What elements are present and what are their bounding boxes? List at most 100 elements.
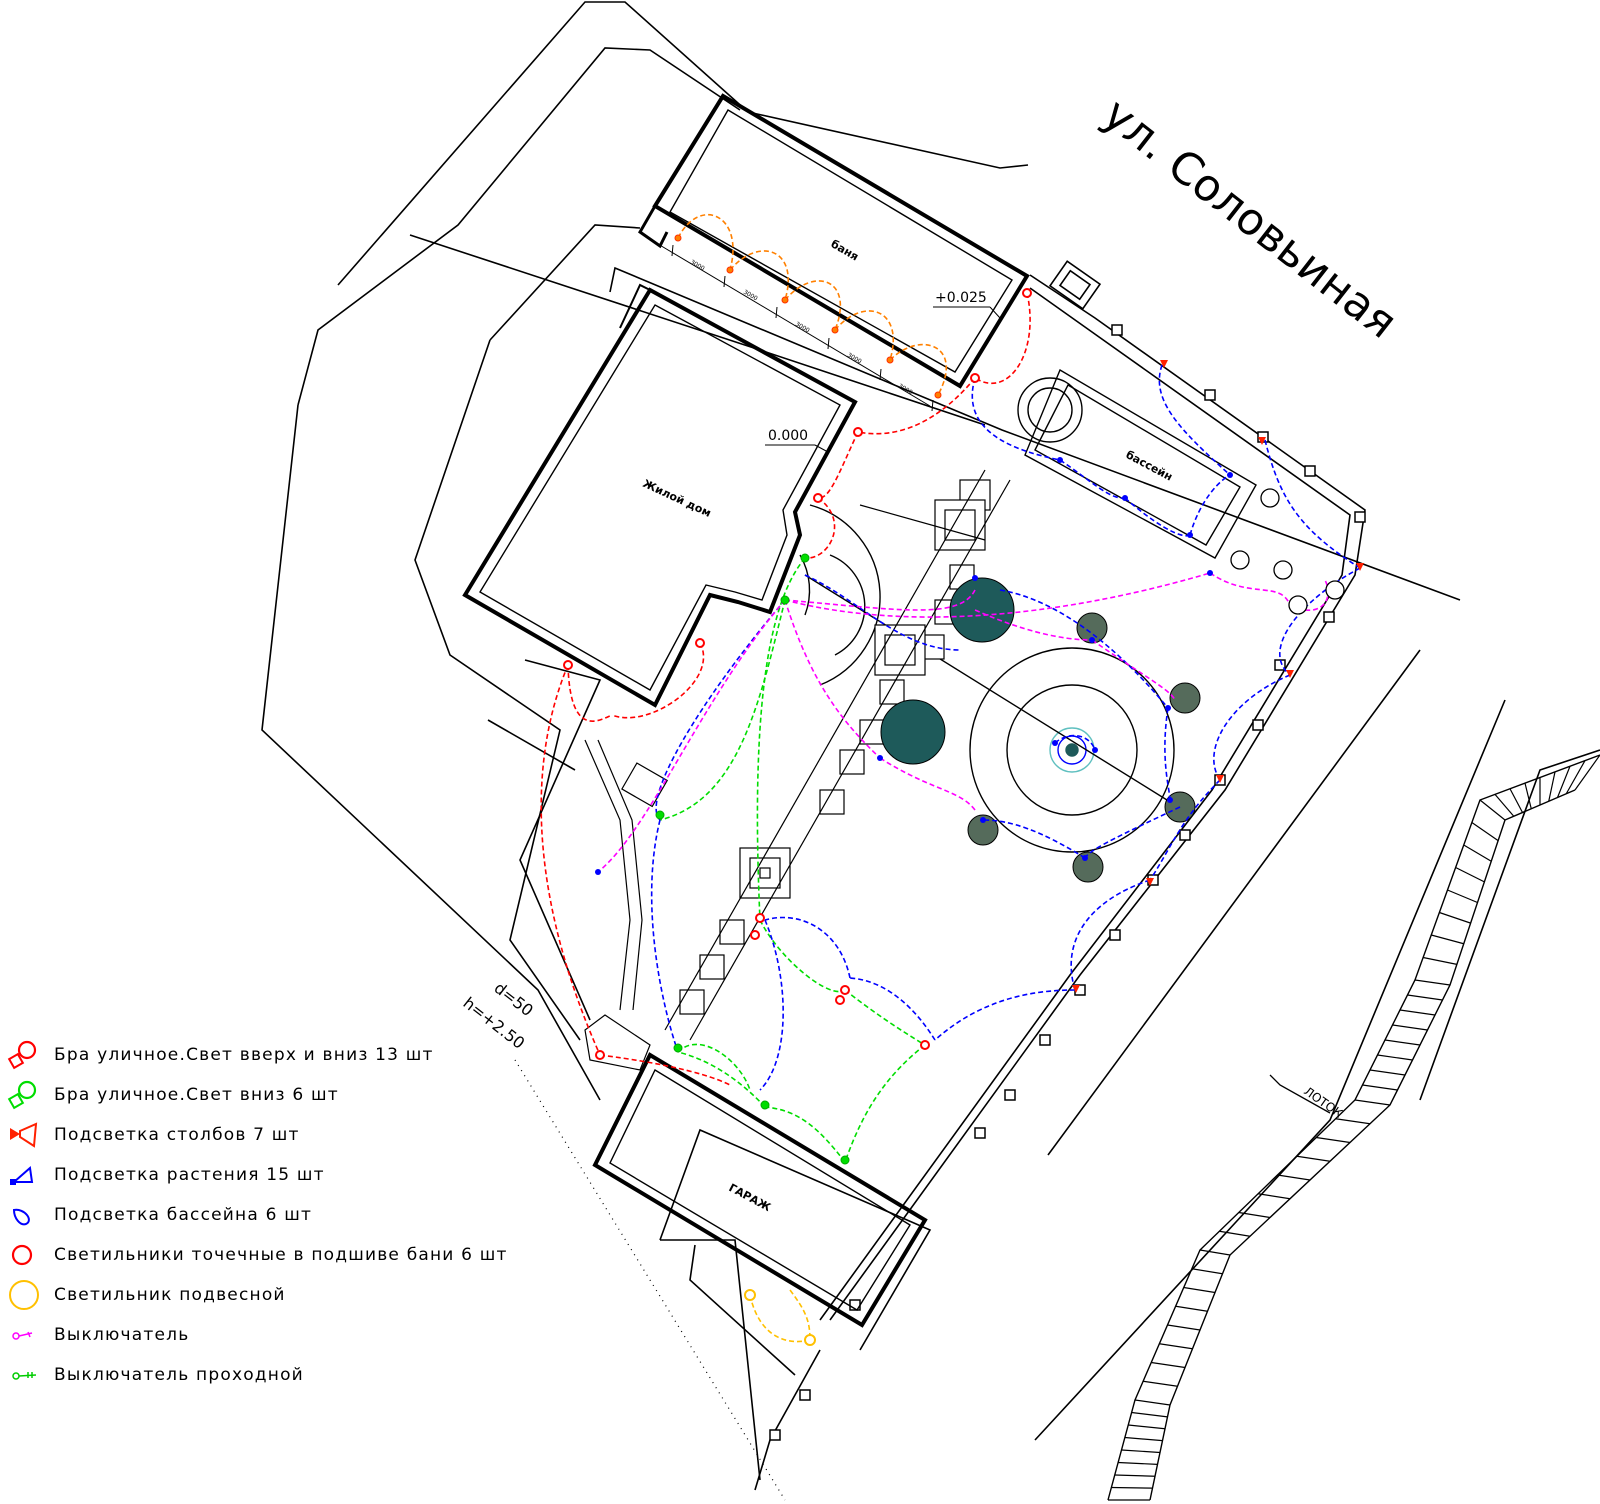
tray-tick <box>1335 1118 1371 1125</box>
dotted-line <box>514 1059 786 1501</box>
banya-label: баня <box>829 237 861 263</box>
garage-label: ГАРАЖ <box>727 1181 774 1214</box>
tray-tick <box>1175 1305 1208 1312</box>
tray-tick <box>1414 979 1451 986</box>
tray-tick <box>1143 1380 1178 1387</box>
tray-tick <box>1191 1268 1223 1275</box>
tray-tick <box>1199 1249 1231 1256</box>
banya-ticks <box>671 244 934 412</box>
garage-building <box>592 1052 928 1328</box>
legend-label: Бра уличное.Свет вверх и вниз 13 шт <box>54 1045 434 1065</box>
tray-tick <box>1118 1461 1158 1465</box>
tray-tick <box>1392 1024 1428 1031</box>
fixtures-blue <box>595 457 1233 875</box>
tray-tick <box>1121 1449 1161 1454</box>
fixtures-post <box>1072 360 1364 993</box>
legend-label: Выключатель проходной <box>54 1365 304 1385</box>
pass-switch-icon <box>12 1372 37 1380</box>
path-edges <box>664 469 1011 1041</box>
tray-tick <box>1159 1343 1193 1350</box>
spacing-label: 3000 <box>742 289 759 303</box>
tray-marker <box>1269 1074 1331 1114</box>
plant-light-icon <box>10 1166 34 1185</box>
legend: Бра уличное.Свет вверх и вниз 13 шт Бра … <box>0 1035 560 1395</box>
tray-tick <box>1369 1069 1406 1076</box>
tray-tick <box>1151 1361 1186 1369</box>
circuit-banya <box>677 213 948 396</box>
trees <box>880 577 1201 883</box>
tray-tick <box>1167 1324 1201 1331</box>
tray-tick <box>1238 1211 1271 1219</box>
stairs <box>584 739 669 1071</box>
legend-label: Подсветка бассейна 6 шт <box>54 1205 313 1225</box>
legend-item: Выключатель <box>0 1315 560 1355</box>
tray-tick <box>1423 956 1457 965</box>
banya-level: +0.025 <box>935 290 987 306</box>
tray-tick <box>1111 1486 1153 1489</box>
legend-item: Светильники точечные в подшиве бани 6 шт <box>0 1235 560 1275</box>
banya-level-leader-2 <box>989 306 1001 319</box>
roadside-tray <box>1107 754 1600 1501</box>
tray-tick <box>1494 793 1515 817</box>
tray-tick <box>1447 889 1478 904</box>
street-name: ул. Соловьиная <box>1093 88 1406 348</box>
tray-tick <box>1128 1424 1166 1430</box>
wall-lamp-up-down-icon <box>7 1040 37 1070</box>
spacing-label: 3000 <box>689 259 706 273</box>
tray-tick <box>1455 866 1485 883</box>
tray-tick <box>1114 1474 1156 1477</box>
banya-building <box>638 93 1030 407</box>
tray-tick <box>1407 994 1443 1001</box>
tray-tick <box>1258 1193 1291 1200</box>
circuit-red <box>540 292 1031 1086</box>
tray-tick <box>1377 1054 1413 1061</box>
tray-tick <box>1574 754 1600 791</box>
spot-light-icon <box>11 1244 33 1266</box>
tray-tick <box>1471 822 1499 842</box>
tray-tick <box>1431 934 1464 945</box>
tray-tick <box>1296 1155 1331 1162</box>
legend-label: Выключатель <box>54 1325 190 1345</box>
tray-tick <box>1124 1436 1163 1442</box>
tray-tick <box>1463 844 1492 862</box>
house-label: Жилой дом <box>641 477 713 520</box>
spacing-label: 3000 <box>897 383 914 397</box>
pool <box>1017 368 1257 559</box>
legend-item: Выключатель проходной <box>0 1355 560 1395</box>
house-building <box>462 283 858 708</box>
path-tiles <box>679 479 991 1015</box>
tray-tick <box>1479 799 1506 821</box>
tray-tick <box>1134 1399 1171 1406</box>
wall-lamp-down-icon <box>7 1080 37 1110</box>
tray-tick <box>1354 1099 1391 1106</box>
tray-tick <box>1316 1136 1351 1144</box>
fixtures-green <box>655 553 850 1165</box>
legend-item: Подсветка растения 15 шт <box>0 1155 560 1195</box>
legend-item: Светильник подвесной <box>0 1275 560 1315</box>
legend-label: Подсветка растения 15 шт <box>54 1165 325 1185</box>
legend-item: Бра уличное.Свет вниз 6 шт <box>0 1075 560 1115</box>
tray-ticks <box>1108 754 1600 1501</box>
legend-item: Подсветка бассейна 6 шт <box>0 1195 560 1235</box>
legend-label: Светильники точечные в подшиве бани 6 шт <box>54 1245 508 1265</box>
circuit-green <box>659 557 926 1163</box>
fixtures-orange <box>674 234 942 399</box>
pendant-light-icon <box>9 1280 39 1310</box>
house-level: 0.000 <box>768 428 808 444</box>
tray-tick <box>1277 1174 1311 1181</box>
tray-tick <box>1548 771 1556 802</box>
tray-tick <box>1384 1039 1421 1046</box>
tray-tick <box>1183 1286 1216 1294</box>
circuit-yellow <box>749 1289 811 1343</box>
tray-tick <box>1131 1411 1168 1418</box>
tray-tick <box>1524 782 1532 809</box>
fixtures-red <box>563 288 1032 1060</box>
legend-label: Бра уличное.Свет вниз 6 шт <box>54 1085 339 1105</box>
house-level-leader-2 <box>814 444 829 453</box>
switch-icon <box>12 1331 33 1340</box>
circuit-magenta <box>597 572 1329 873</box>
tray-tick <box>1565 760 1586 795</box>
tray-tick <box>1219 1230 1251 1237</box>
spacing-label: 3000 <box>794 321 811 335</box>
